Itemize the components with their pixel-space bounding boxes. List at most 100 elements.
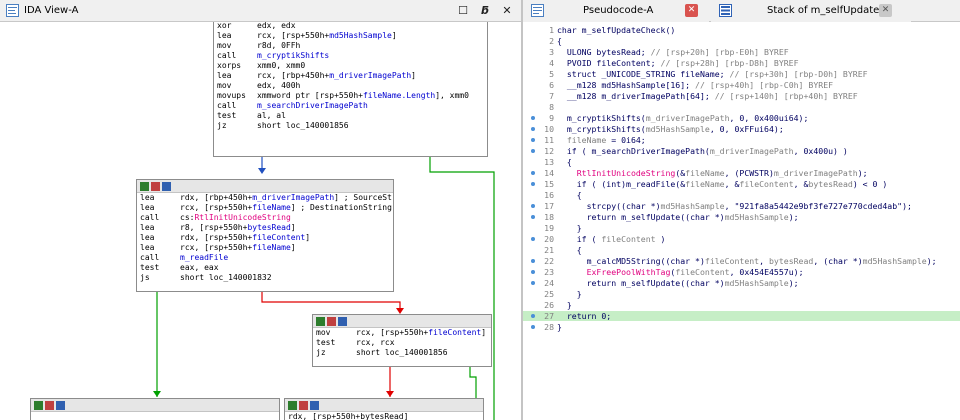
breakpoint-dot-icon[interactable]	[531, 171, 535, 175]
code-line[interactable]: 22 m_calcMD5String((char *)fileContent, …	[523, 256, 960, 266]
node-graph-icon[interactable]	[338, 317, 347, 326]
code-line[interactable]: 6 __m128 md5HashSample[16]; // [rsp+40h]…	[523, 80, 960, 90]
code-line[interactable]: 12 if ( m_searchDriverImagePath(m_driver…	[523, 146, 960, 156]
code-line-current[interactable]: 27 return 0;	[523, 311, 960, 321]
node-graph-icon[interactable]	[310, 401, 319, 410]
close-tab-icon[interactable]: ✕	[879, 4, 892, 17]
code-line[interactable]: 18 return m_selfUpdate((char *)md5HashSa…	[523, 212, 960, 222]
node-flag-icon[interactable]	[299, 401, 308, 410]
code-line[interactable]: 15 if ( (int)m_readFile(&fileName, &file…	[523, 179, 960, 189]
breakpoint-dot-icon[interactable]	[531, 325, 535, 329]
asm-line[interactable]: rdx, [rsp+550h+bytesRead]	[285, 412, 483, 420]
node-flag-icon[interactable]	[45, 401, 54, 410]
breakpoint-dot-icon[interactable]	[531, 270, 535, 274]
code-line[interactable]: 23 ExFreePoolWithTag(fileContent, 0x454E…	[523, 267, 960, 277]
tab-pseudocode[interactable]: Pseudocode-A ✕	[523, 0, 709, 22]
code-line[interactable]: 13 {	[523, 157, 960, 167]
node-graph-icon[interactable]	[162, 182, 171, 191]
breakpoint-dot-icon[interactable]	[531, 116, 535, 120]
ida-view-pane[interactable]: IDA View-A ☐ ƃ ✕ callm_cryptikShiftsxore…	[0, 0, 521, 420]
code-block-node[interactable]	[30, 398, 280, 420]
breakpoint-dot-icon[interactable]	[531, 237, 535, 241]
node-color-icon[interactable]	[288, 401, 297, 410]
code-line[interactable]: 10 m_cryptikShifts(md5HashSample, 0, 0xF…	[523, 124, 960, 134]
code-token: md5HashSample	[660, 201, 725, 211]
code-line[interactable]: 14 RtlInitUnicodeString(&fileName, (PCWS…	[523, 168, 960, 178]
code-line[interactable]: 26 }	[523, 300, 960, 310]
breakpoint-dot-icon[interactable]	[531, 314, 535, 318]
node-flag-icon[interactable]	[327, 317, 336, 326]
breakpoint-dot-icon[interactable]	[531, 127, 535, 131]
code-line[interactable]: 9 m_cryptikShifts(m_driverImagePath, 0, …	[523, 113, 960, 123]
code-line[interactable]: 4 PVOID fileContent; // [rsp+28h] [rbp-D…	[523, 58, 960, 68]
breakpoint-dot-icon[interactable]	[531, 259, 535, 263]
asm-operand: short loc_140001856	[257, 121, 349, 130]
breakpoint-dot-icon[interactable]	[531, 149, 535, 153]
code-block-node[interactable]: rdx, [rsp+550h+bytesRead]	[284, 398, 484, 420]
code-line[interactable]: 7 __m128 m_driverImagePath[64]; // [rsp+…	[523, 91, 960, 101]
code-line[interactable]: 21 {	[523, 245, 960, 255]
pseudocode-pane[interactable]: Pseudocode-A ✕ Stack of m_selfUpdate ✕ 1…	[523, 0, 960, 420]
close-icon[interactable]: ✕	[502, 4, 512, 17]
code-line[interactable]: 8	[523, 102, 960, 112]
node-color-icon[interactable]	[34, 401, 43, 410]
breakpoint-dot-icon[interactable]	[531, 215, 535, 219]
code-line[interactable]: 11 fileName = 0i64;	[523, 135, 960, 145]
code-line[interactable]: 3 ULONG bytesRead; // [rsp+20h] [rbp-E0h…	[523, 47, 960, 57]
code-line[interactable]: 28}	[523, 322, 960, 332]
breakpoint-dot-icon[interactable]	[531, 204, 535, 208]
breakpoint-dot-icon[interactable]	[531, 281, 535, 285]
code-line[interactable]: 17 strcpy((char *)md5HashSample, "921fa8…	[523, 201, 960, 211]
maximize-icon[interactable]: ☐	[458, 4, 468, 17]
code-line[interactable]: 19 }	[523, 223, 960, 233]
float-window-icon[interactable]: ƃ	[481, 4, 489, 17]
close-tab-icon[interactable]: ✕	[685, 4, 698, 17]
code-line[interactable]: 5 struct _UNICODE_STRING fileName; // [r…	[523, 69, 960, 79]
asm-operand: fileContent	[428, 328, 482, 337]
code-token: {	[557, 157, 572, 167]
node-graph-icon[interactable]	[56, 401, 65, 410]
code-line[interactable]: 24 return m_selfUpdate((char *)md5HashSa…	[523, 278, 960, 288]
node-color-icon[interactable]	[140, 182, 149, 191]
code-line[interactable]: 25 }	[523, 289, 960, 299]
code-line[interactable]: 2{	[523, 36, 960, 46]
code-token: }	[557, 300, 572, 310]
breakpoint-dot-icon[interactable]	[531, 182, 535, 186]
breakpoint-dot-icon[interactable]	[531, 138, 535, 142]
pane-splitter[interactable]	[521, 0, 523, 420]
node-color-icon[interactable]	[316, 317, 325, 326]
code-line[interactable]: 20 if ( fileContent )	[523, 234, 960, 244]
tab-stack[interactable]: Stack of m_selfUpdate ✕	[711, 0, 911, 22]
code-line[interactable]: 16 {	[523, 190, 960, 200]
node-flag-icon[interactable]	[151, 182, 160, 191]
